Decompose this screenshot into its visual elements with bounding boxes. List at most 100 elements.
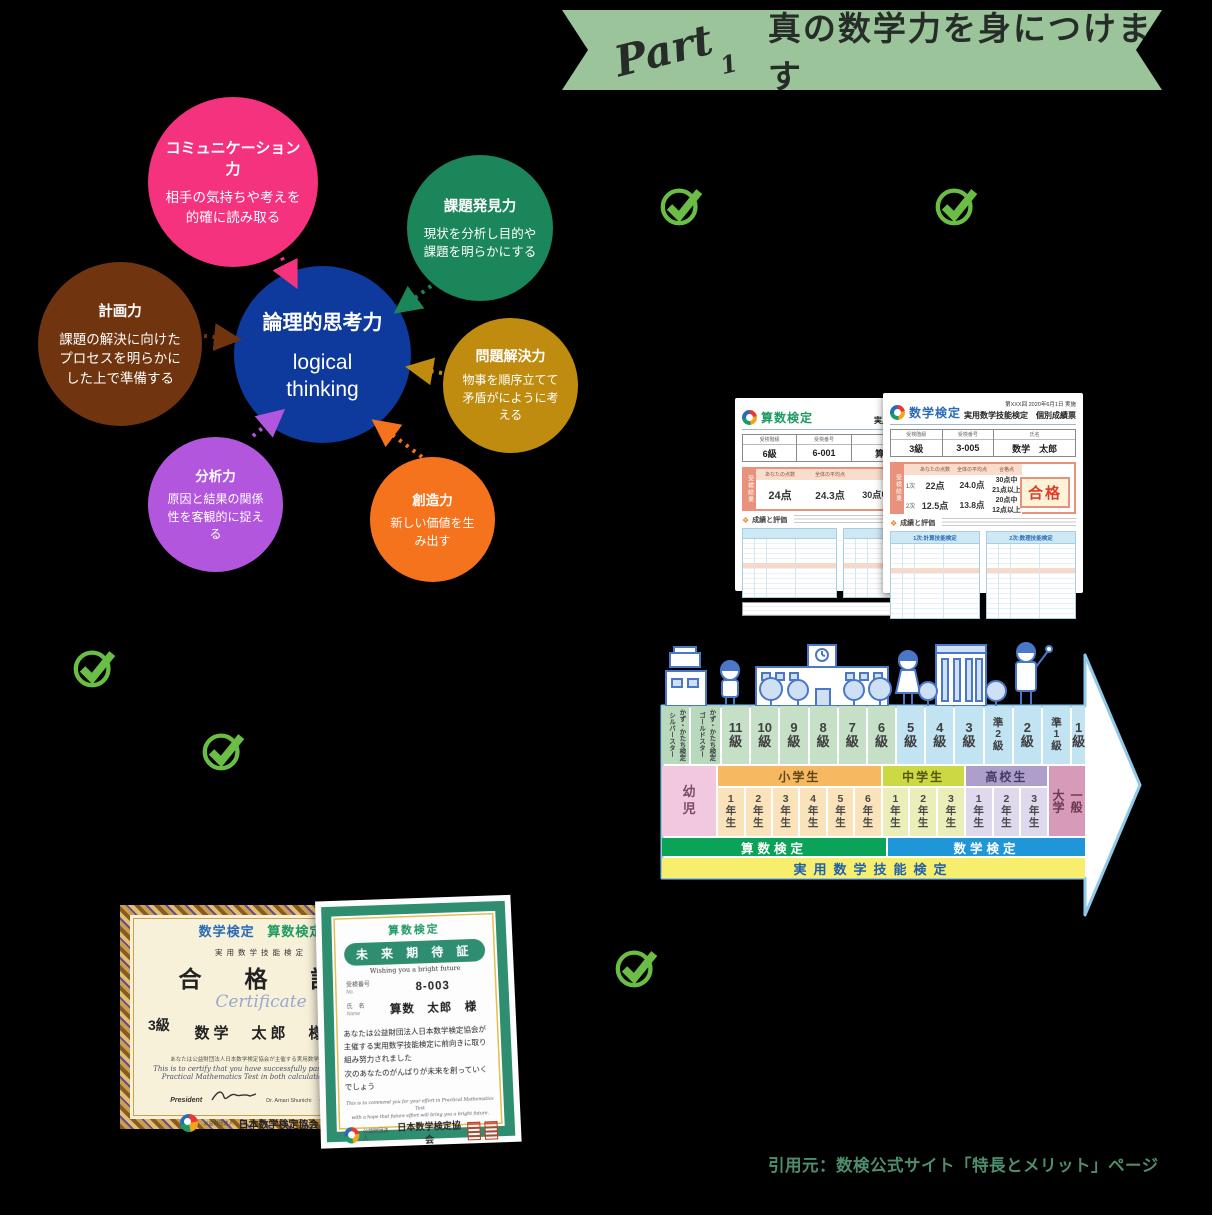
stage-label: 2次 bbox=[905, 503, 916, 510]
bubble-body: 現状を分析し目的や課題を明らかにする bbox=[423, 226, 537, 259]
result-label: 受検結果 bbox=[892, 464, 904, 512]
skill-bubble-creativity: 創造力 新しい価値を生み出す bbox=[370, 457, 495, 582]
result-header: 全体の平均点 bbox=[814, 472, 845, 478]
level-cell-silver-star: かず・かたち検定 シルバースター bbox=[662, 706, 689, 764]
cert-subtitle: 実用数学技能検定 bbox=[215, 948, 307, 957]
level-cell: 5 級 bbox=[897, 706, 925, 764]
year-cell: 4 年 生 bbox=[800, 788, 826, 836]
year-cell: 2 年 生 bbox=[910, 788, 937, 836]
cert-body-jp: あなたは公益財団法人日本数学検定協会が主催する実用数学技能検定に前向きに取り組み… bbox=[343, 1024, 488, 1092]
detail-table-1st: 1次:計算技能検定 bbox=[890, 531, 980, 619]
score-report-sugaku: 数学検定 第XXX回 2020年6月1日 実施 実用数学技能検定 個別成績票 受… bbox=[883, 393, 1083, 619]
group-header-elementary: 小学生 bbox=[718, 766, 881, 786]
kentei-logo-icon bbox=[890, 405, 905, 420]
year-cell: 1 年 生 bbox=[965, 788, 992, 836]
cert-body-en: Practical Mathematics Test in both calcu… bbox=[161, 1073, 361, 1081]
bubble-title: 課題発見力 bbox=[443, 198, 517, 215]
signature-icon bbox=[211, 1091, 257, 1101]
cert-title-en: Certificate bbox=[215, 992, 307, 1012]
org-type: 公益財団法人 bbox=[362, 1128, 389, 1143]
association-logo-icon bbox=[343, 1127, 360, 1145]
year-cell: 6 年 生 bbox=[855, 788, 881, 836]
info-value: 数学 太郎 bbox=[1012, 443, 1058, 454]
part-number: 1 bbox=[717, 47, 741, 80]
level-cell: 6 級 bbox=[867, 706, 896, 764]
cert-body-jp: あなたは公益財団法人日本数学検定協会が主催する実用数学技能検定で… bbox=[170, 1057, 352, 1063]
stage-label: 1次 bbox=[905, 483, 916, 490]
kentei-logo-icon bbox=[742, 410, 757, 425]
bubble-title: 問題解決力 bbox=[475, 348, 546, 365]
report-doc-title: 実用数学技能検定 個別成績票 bbox=[964, 411, 1076, 420]
level-cell: 8 級 bbox=[809, 706, 837, 764]
cert-brand-sugaku: 数学検定 bbox=[198, 924, 255, 939]
info-value: 3-005 bbox=[956, 443, 980, 453]
red-seal-icon bbox=[466, 1121, 481, 1141]
section-label: 成績と評価 bbox=[752, 517, 788, 524]
your-score: 24点 bbox=[768, 489, 792, 502]
detail-table-title: 1次:計算技能検定 bbox=[891, 532, 979, 543]
section-note-lines bbox=[942, 518, 1076, 528]
detail-table-title: 2次:数理技能検定 bbox=[987, 532, 1075, 543]
pass-badge: 合格 bbox=[1020, 477, 1070, 508]
bubble-body: 課題の解決に向けたプロセスを明らかにした上で準備する bbox=[59, 331, 181, 386]
sugaku-kentei-bar: 数学検定 bbox=[888, 838, 1085, 856]
section-note-lines bbox=[794, 515, 938, 525]
level-cell: 準 2 級 bbox=[984, 706, 1012, 764]
year-cell: 3 年 生 bbox=[1021, 788, 1047, 836]
year-cell: 1 年 生 bbox=[718, 788, 744, 836]
cert-title: 合 格 証 bbox=[178, 966, 344, 992]
bubble-title: 計画力 bbox=[98, 303, 142, 320]
skill-bubble-analysis: 分析力 原因と結果の関係性を客観的に捉える bbox=[148, 437, 283, 572]
average-score: 24.3点 bbox=[815, 491, 845, 502]
check-icon bbox=[615, 950, 658, 988]
bubble-title: 分析力 bbox=[195, 469, 236, 485]
passing-line: 20点中 12点以上 bbox=[992, 497, 1021, 514]
level-cell-gold-star: かず・かたち検定 ゴールドスター bbox=[691, 706, 720, 764]
info-header: 受検階級 bbox=[891, 430, 942, 440]
info-header: 受検番号 bbox=[942, 430, 994, 440]
check-icon bbox=[935, 188, 978, 226]
skill-bubble-solving: 問題解決力 物事を順序立てて矛盾がにように考える bbox=[443, 318, 578, 453]
bubble-title: コミュニケーション力 bbox=[165, 139, 301, 178]
result-label: 受検結果 bbox=[744, 469, 756, 509]
bubble-subtitle: logical thinking bbox=[286, 350, 359, 401]
group-cell-infant: 幼 児 bbox=[662, 766, 717, 836]
president-name: Dr. Amari Shunichi bbox=[266, 1098, 312, 1104]
info-value: 6-001 bbox=[812, 448, 836, 458]
bubble-body: 新しい価値を生み出す bbox=[390, 516, 475, 548]
report-brand: 数学検定 bbox=[909, 406, 962, 420]
future-certificate: 算数検定 未 来 期 待 証 Wishing you a bright futu… bbox=[315, 894, 522, 1149]
year-cell: 3 年 生 bbox=[772, 788, 799, 836]
level-grid: かず・かたち検定 シルバースター かず・かたち検定 ゴールドスター 11 級 1… bbox=[662, 706, 1086, 878]
group-cell-adult: 大学 一般 bbox=[1049, 766, 1085, 836]
bubble-title: 創造力 bbox=[412, 493, 453, 509]
bubble-body: 相手の気持ちや考えを的確に読み取る bbox=[165, 189, 301, 225]
average-score: 13.8点 bbox=[959, 500, 985, 510]
level-progression-chart: かず・かたち検定 シルバースター かず・かたち検定 ゴールドスター 11 級 1… bbox=[655, 640, 1155, 930]
check-icon bbox=[660, 188, 703, 226]
town-illustration-icon bbox=[665, 642, 1053, 706]
info-header: 氏名 bbox=[994, 430, 1076, 440]
level-cell: 7 級 bbox=[838, 706, 866, 764]
info-header: 受検番号 bbox=[797, 435, 851, 445]
level-cell: 10 級 bbox=[751, 706, 779, 764]
bubble-body: 物事を順序立てて矛盾がにように考える bbox=[462, 373, 559, 423]
your-score: 12.5点 bbox=[921, 500, 949, 511]
level-cell: 準 1 級 bbox=[1042, 706, 1071, 764]
cert-brand: 算数検定 bbox=[387, 923, 440, 938]
name-label: 氏 名 Name bbox=[346, 1003, 365, 1018]
result-block: 受検結果 あなたの点数 全体の平均点 合格点 1次 22点 24.0点 30点中… bbox=[890, 462, 1076, 515]
level-cell: 11 級 bbox=[722, 706, 750, 764]
citation-text: 引用元：数検公式サイト「特長とメリット」ページ bbox=[768, 1157, 1159, 1175]
info-value: 3級 bbox=[909, 443, 924, 454]
connector-arrows-icon bbox=[203, 249, 443, 459]
future-certificate-frame: 算数検定 未 来 期 待 証 Wishing you a bright futu… bbox=[321, 900, 516, 1145]
org-name: 日本数学検定協会 bbox=[238, 1119, 319, 1131]
year-cell: 2 年 生 bbox=[993, 788, 1020, 836]
result-header: あなたの点数 bbox=[919, 467, 950, 473]
check-icon bbox=[73, 650, 116, 688]
detail-table-2nd: 2次:数理技能検定 bbox=[986, 531, 1076, 619]
association-logo-icon bbox=[180, 1114, 199, 1132]
exam-no-label: 受検番号 No. bbox=[345, 981, 371, 996]
